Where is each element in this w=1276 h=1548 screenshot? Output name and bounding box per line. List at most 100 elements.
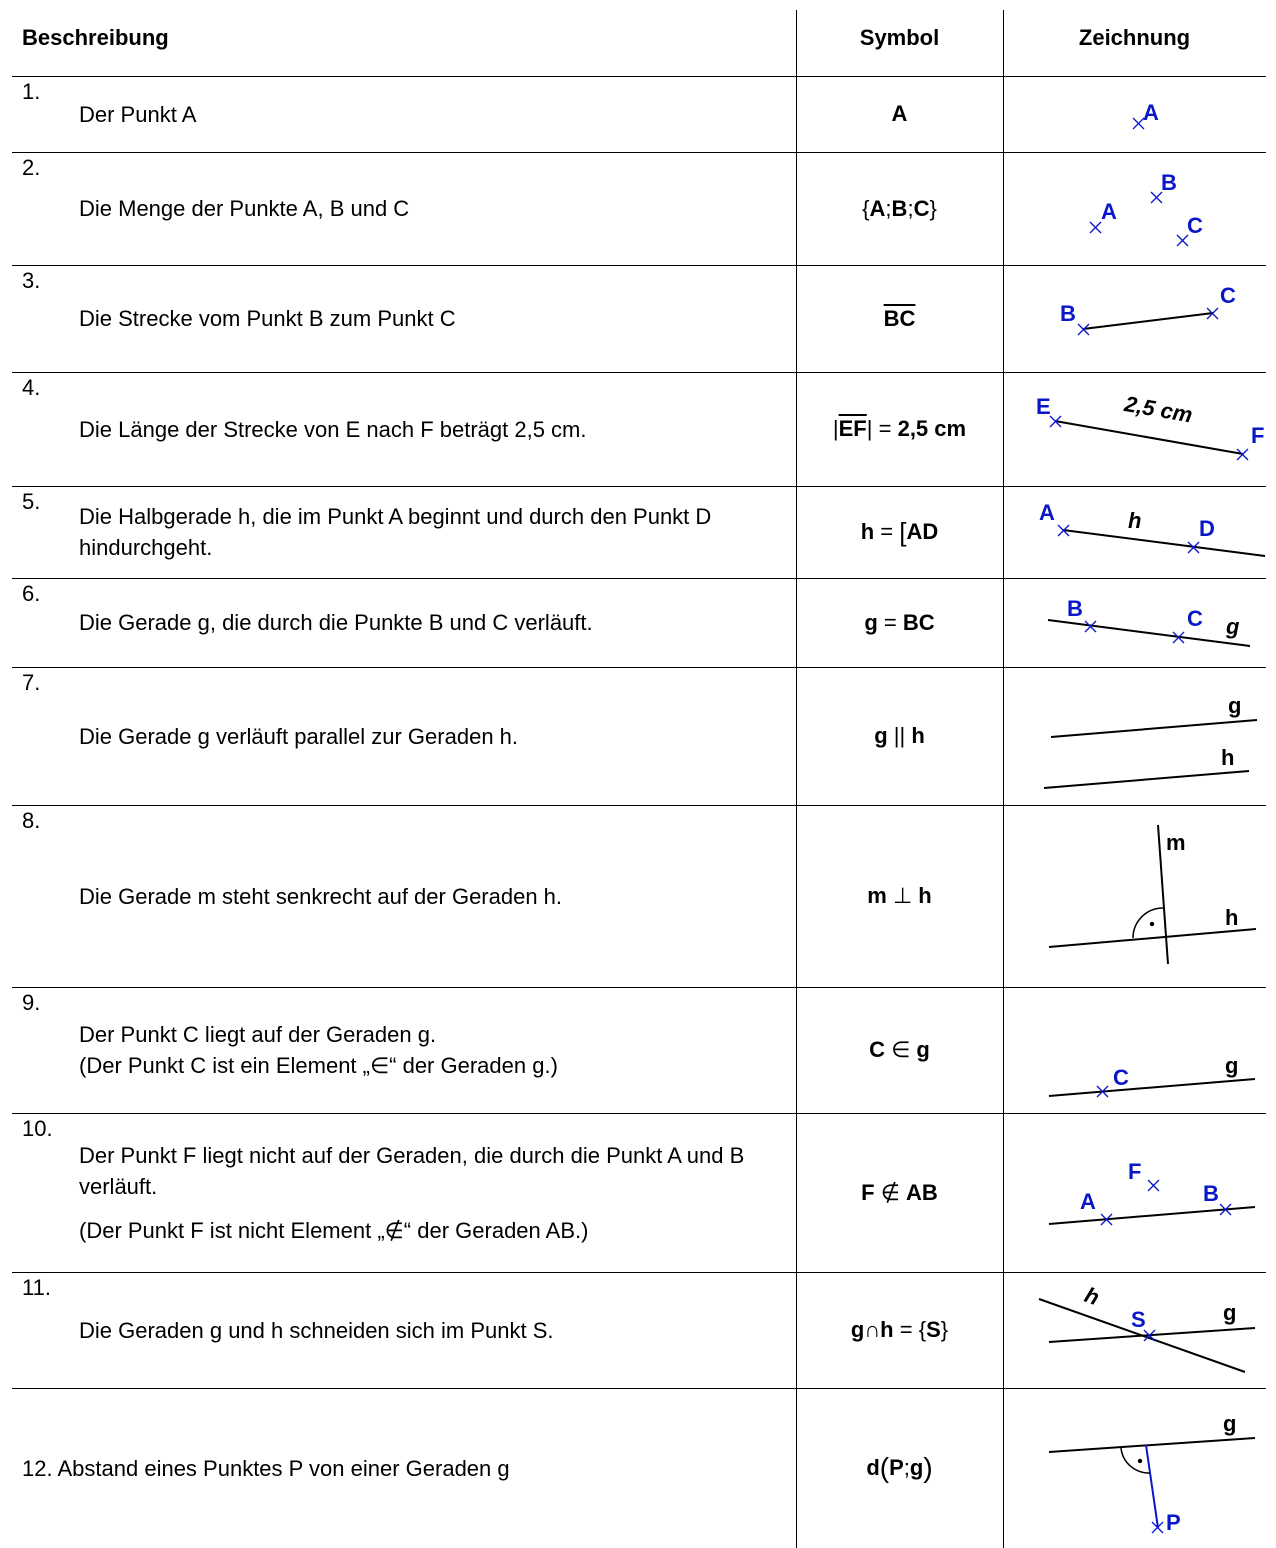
- line-label: g: [1223, 1411, 1236, 1436]
- symbol-p: P: [889, 1455, 904, 1480]
- row-description: Abstand eines Punktes P von einer Gerade…: [57, 1455, 510, 1481]
- brace-right: }: [929, 195, 937, 221]
- row-symbol: d(P;g): [796, 1388, 1003, 1548]
- row-number: 5.: [22, 489, 41, 514]
- symbol-b: B: [891, 195, 908, 221]
- table-row: 9.Der Punkt C liegt auf der Geraden g.(D…: [12, 987, 1266, 1113]
- row-drawing: C g: [1003, 987, 1266, 1113]
- row-drawing: A h D: [1003, 486, 1266, 578]
- point-label: B: [1203, 1181, 1219, 1206]
- row-symbol: {A;B;C}: [796, 152, 1003, 265]
- point-label: S: [1131, 1307, 1146, 1332]
- table-row: 4.Die Länge der Strecke von E nach F bet…: [12, 372, 1266, 486]
- symbol-g: g: [909, 1455, 924, 1480]
- row-symbol: h = [AD: [796, 486, 1003, 578]
- row-drawing: h S g: [1003, 1272, 1266, 1388]
- symbol-bc: BC: [902, 609, 935, 635]
- element-sign: ∈: [891, 1037, 911, 1062]
- row-description: Die Gerade g verläuft parallel zur Gerad…: [79, 723, 519, 749]
- point-label: C: [1187, 213, 1203, 238]
- point-label: B: [1060, 301, 1076, 326]
- abs-bar: |: [866, 416, 873, 441]
- header-drawing: Zeichnung: [1078, 25, 1191, 50]
- row-number: 2.: [22, 155, 41, 180]
- abs-bar: |: [832, 416, 839, 441]
- row-description: Die Geraden g und h schneiden sich im Pu…: [79, 1317, 554, 1343]
- line-label: h: [1128, 508, 1141, 533]
- symbol-h: h: [880, 1317, 894, 1342]
- row-description: Der Punkt A: [79, 101, 197, 127]
- table-row: 1.Der Punkt A A A: [12, 76, 1266, 152]
- row-symbol: BC: [796, 265, 1003, 372]
- symbol-g: g: [850, 1317, 865, 1342]
- symbol-h: h: [911, 723, 925, 748]
- point-on-line-drawing: C g: [1048, 1053, 1256, 1098]
- column-divider-drawing: [1003, 10, 1004, 1548]
- row-divider: [12, 372, 1266, 373]
- row-description: Die Gerade m steht senkrecht auf der Ger…: [79, 883, 563, 909]
- row-description: Die Strecke vom Punkt B zum Punkt C: [79, 306, 456, 331]
- row-drawing: A: [1003, 76, 1266, 152]
- row-number: 6.: [22, 581, 41, 606]
- point-label: F: [1251, 423, 1264, 448]
- point-label: A: [1143, 100, 1159, 125]
- segment-length-drawing: E F 2,5 cm: [1036, 391, 1264, 461]
- row-number: 4.: [22, 375, 41, 400]
- length-value: 2,5 cm: [897, 416, 967, 441]
- point-label: B: [1161, 170, 1177, 195]
- equals-sign: =: [878, 416, 892, 441]
- symbol-a: A: [869, 195, 886, 221]
- point-label: A: [1101, 199, 1117, 224]
- row-drawing: E F 2,5 cm: [1003, 372, 1266, 486]
- row-symbol: |EF| = 2,5 cm: [796, 372, 1003, 486]
- table-row: 3.Die Strecke vom Punkt B zum Punkt C BC…: [12, 265, 1266, 372]
- point-label: C: [1113, 1065, 1129, 1090]
- point-label: B: [1067, 596, 1083, 621]
- ray-drawing: A h D: [1039, 500, 1266, 557]
- symbol-h: h: [918, 883, 932, 908]
- line-label: g: [1223, 1300, 1236, 1325]
- line-label: g: [1225, 1053, 1238, 1078]
- row-divider: [12, 1113, 1266, 1114]
- row-description: Die Gerade g, die durch die Punkte B und…: [79, 610, 593, 635]
- point-drawing: A: [1132, 100, 1159, 130]
- line-label: m: [1166, 830, 1186, 855]
- row-description: Der Punkt F liegt nicht auf der Geraden,…: [79, 1142, 745, 1199]
- line-label: h: [1081, 1282, 1102, 1310]
- row-number: 9.: [22, 990, 41, 1015]
- symbol-g: g: [874, 723, 888, 748]
- point-set-drawing: A B C: [1089, 170, 1203, 247]
- table-row: 10.Der Punkt F liegt nicht auf der Gerad…: [12, 1113, 1266, 1272]
- row-drawing: B C: [1003, 265, 1266, 372]
- equals-sign: =: [899, 1317, 913, 1342]
- point-label: A: [1039, 500, 1055, 525]
- row-symbol: A: [796, 76, 1003, 152]
- row-divider: [12, 805, 1266, 806]
- point-label: P: [1166, 1510, 1181, 1535]
- line-label: h: [1225, 905, 1238, 930]
- row-divider: [12, 76, 1266, 77]
- separator: ;: [903, 1455, 910, 1480]
- separator: ;: [907, 195, 914, 221]
- table-row: 12. Abstand eines Punktes P von einer Ge…: [12, 1388, 1266, 1548]
- row-symbol: F ∉ AB: [796, 1113, 1003, 1272]
- row-divider: [12, 987, 1266, 988]
- point-label: F: [1128, 1159, 1141, 1184]
- line-label: h: [1221, 745, 1234, 770]
- point-label: D: [1199, 516, 1215, 541]
- row-drawing: B C g: [1003, 578, 1266, 667]
- brace-right: }: [940, 1317, 949, 1342]
- symbol-m: m: [867, 883, 887, 908]
- row-note: (Der Punkt C ist ein Element „∈“ der Ger…: [79, 1053, 558, 1078]
- row-drawing: g P: [1003, 1388, 1266, 1548]
- equals-sign: =: [883, 609, 897, 635]
- segment-drawing: B C: [1060, 283, 1236, 336]
- symbol-ab: AB: [906, 1179, 938, 1205]
- symbol-h: h: [860, 519, 875, 544]
- paren-right: ): [923, 1452, 933, 1483]
- symbol-ad: AD: [906, 519, 939, 544]
- row-divider: [12, 1388, 1266, 1389]
- bracket: [: [899, 516, 907, 547]
- row-note: (Der Punkt F ist nicht Element „∉“ der G…: [79, 1217, 589, 1243]
- symbol-g: g: [864, 609, 878, 635]
